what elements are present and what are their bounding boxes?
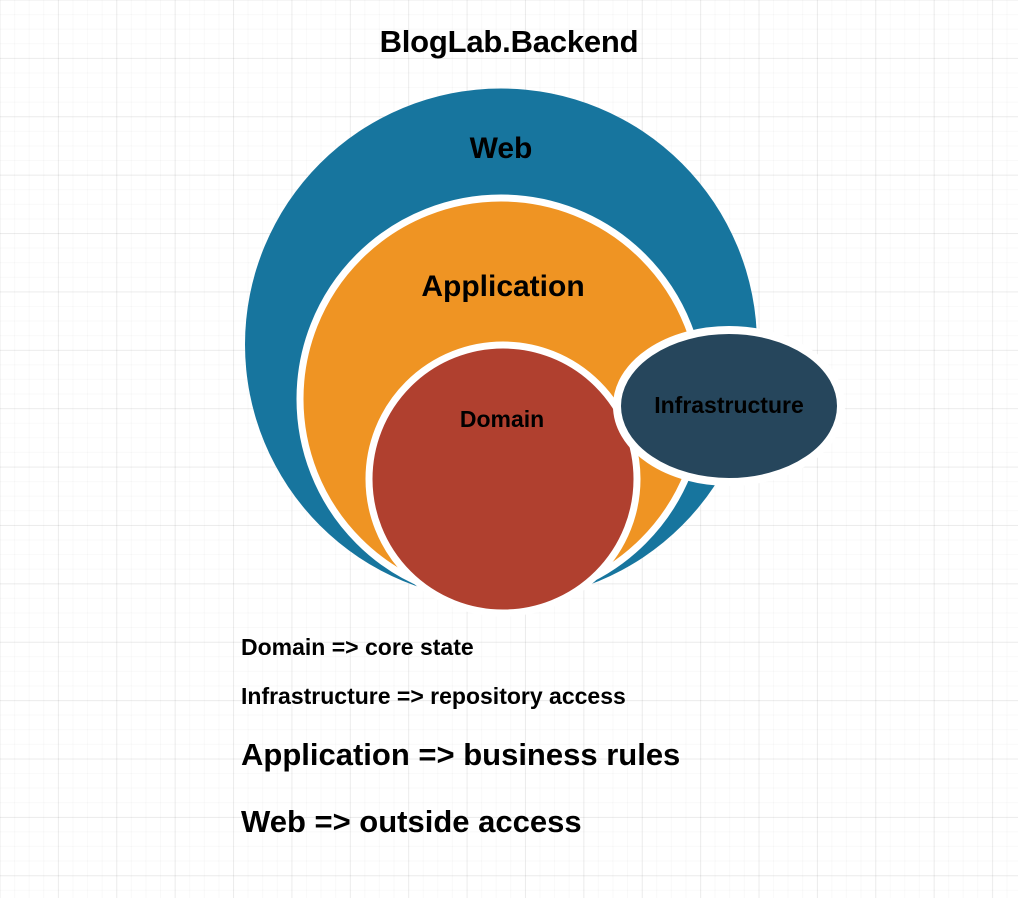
legend-list: Domain => core state Infrastructure => r… <box>241 634 941 839</box>
legend-item-domain: Domain => core state <box>241 634 474 660</box>
layer-label-infrastructure: Infrastructure <box>654 392 804 418</box>
layer-ellipse-infrastructure[interactable] <box>613 326 845 486</box>
legend-item-web: Web => outside access <box>241 804 582 839</box>
layer-label-domain: Domain <box>459 406 545 432</box>
legend-item-infrastructure: Infrastructure => repository access <box>241 683 626 709</box>
layer-circle-domain[interactable] <box>365 341 641 617</box>
page-title: BlogLab.Backend <box>379 24 639 59</box>
legend-item-application: Application => business rules <box>241 737 681 772</box>
layer-label-application: Application <box>421 270 585 303</box>
layer-label-web: Web <box>469 132 533 165</box>
